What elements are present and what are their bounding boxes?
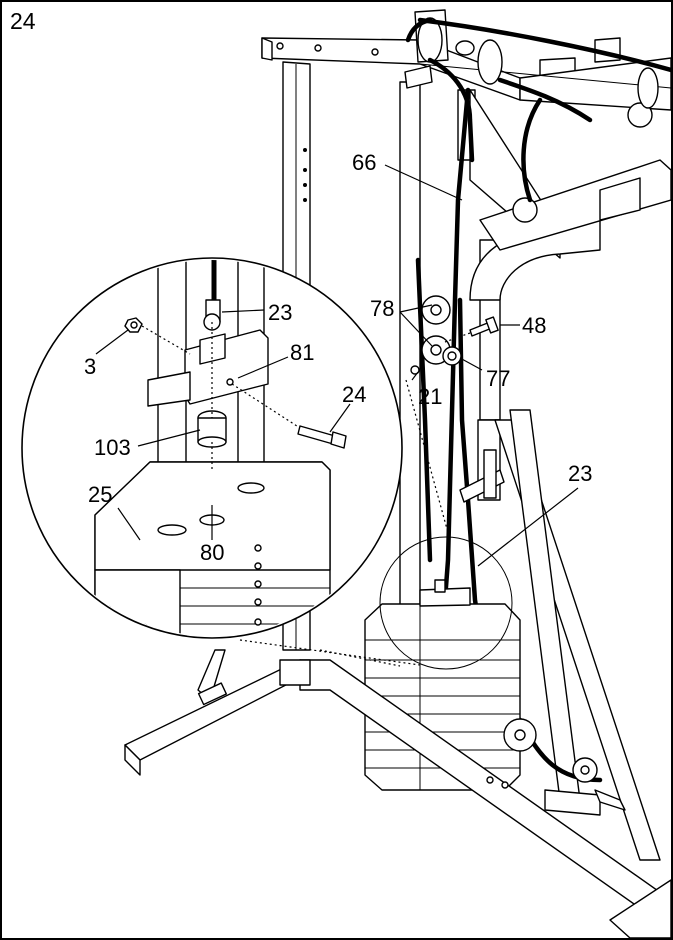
label-24: 24 bbox=[342, 382, 366, 407]
label-25: 25 bbox=[88, 482, 112, 507]
detail-callout-circle bbox=[379, 536, 513, 670]
pulley-set-78 bbox=[421, 295, 462, 366]
label-48: 48 bbox=[522, 313, 546, 338]
front-frame bbox=[469, 102, 671, 301]
nut-21-part bbox=[410, 365, 420, 375]
label-23-main: 23 bbox=[568, 461, 592, 486]
bolt-48 bbox=[444, 316, 499, 343]
label-23-detail: 23 bbox=[268, 300, 292, 325]
label-78: 78 bbox=[370, 296, 394, 321]
label-77: 77 bbox=[486, 366, 510, 391]
label-21: 21 bbox=[418, 384, 442, 409]
selector-rod bbox=[459, 449, 505, 503]
label-80: 80 bbox=[200, 540, 224, 565]
label-3: 3 bbox=[84, 354, 96, 379]
label-81: 81 bbox=[290, 340, 314, 365]
lower-pulleys bbox=[503, 718, 626, 811]
top-frame bbox=[261, 9, 671, 111]
label-66: 66 bbox=[352, 150, 376, 175]
label-leaders bbox=[95, 164, 579, 567]
step-number-text: 24 bbox=[10, 8, 36, 34]
base-frame bbox=[124, 649, 671, 938]
callout-leader-lines bbox=[239, 379, 451, 667]
magnified-detail-view bbox=[21, 257, 403, 639]
top-pulleys bbox=[417, 17, 659, 109]
label-103: 103 bbox=[94, 435, 131, 460]
